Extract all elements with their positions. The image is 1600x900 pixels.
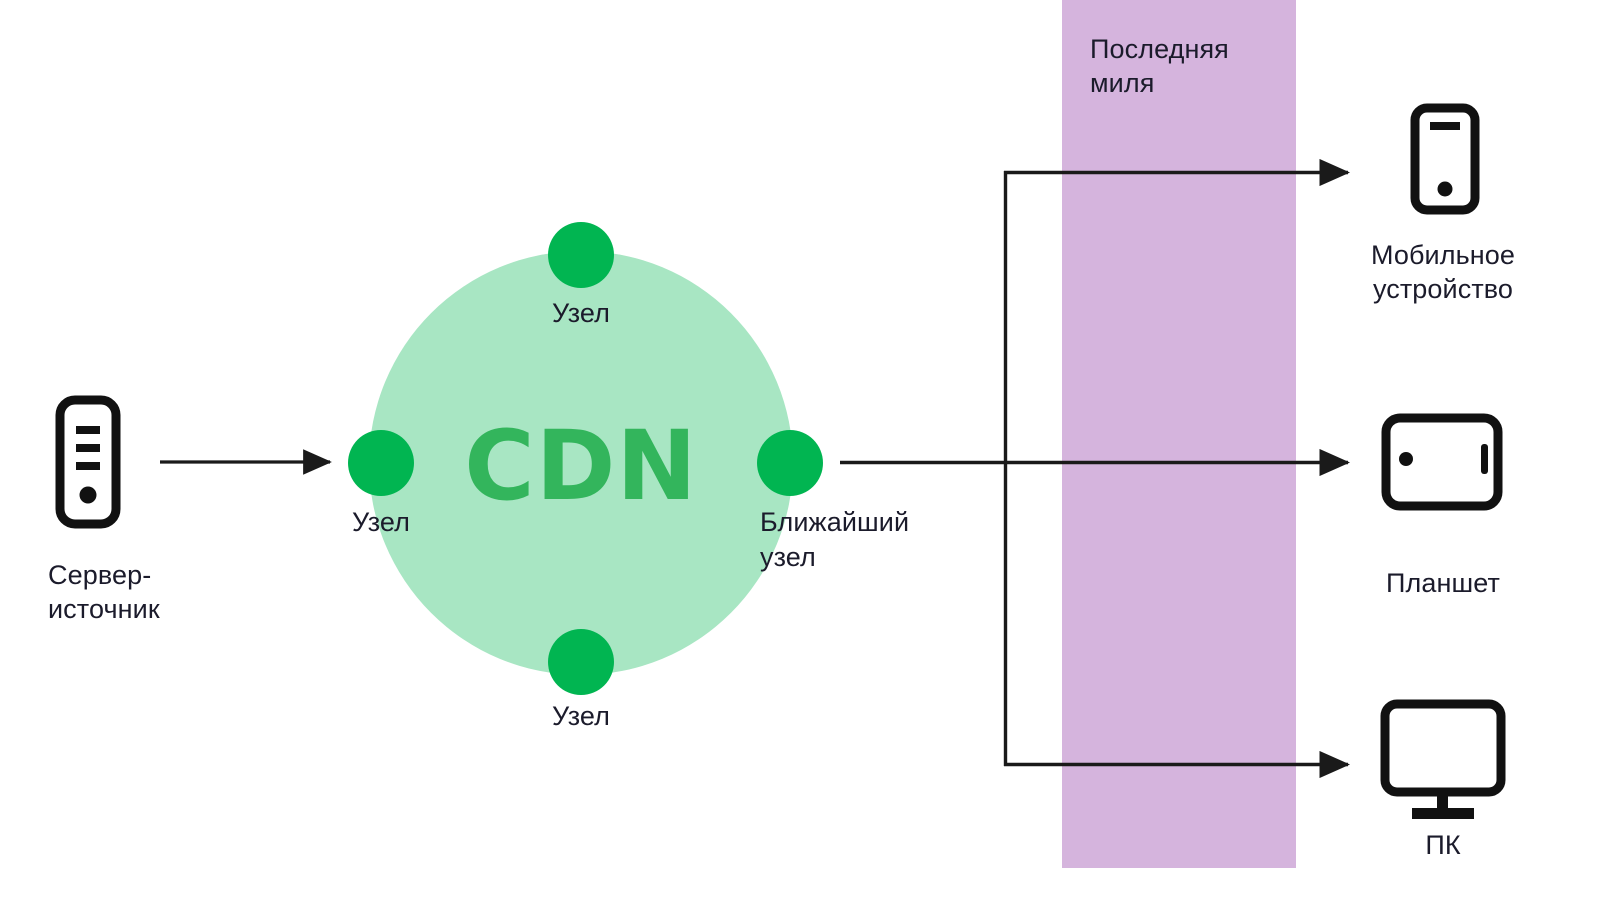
device-label-mobile-line1: Мобильное (1370, 240, 1516, 270)
device-label-mobile-line2: устройство (1372, 274, 1514, 304)
cdn-center-label: CDN (464, 410, 698, 522)
last-mile-label-line1: Последняя (1090, 34, 1229, 64)
cdn-node-left (348, 430, 414, 496)
cdn-node-bottom (548, 629, 614, 695)
mobile-phone-icon (1410, 103, 1480, 215)
device-label-pc: ПК (1425, 830, 1461, 860)
source-server-label-line1: Сервер- (48, 560, 152, 590)
cdn-node-nearest-label-line1: Ближайший (760, 507, 910, 537)
cdn-node-left-label: Узел (352, 507, 410, 537)
cdn-cloud-circle (369, 251, 793, 675)
cdn-node-bottom-label: Узел (552, 701, 610, 731)
desktop-monitor-icon (1380, 699, 1506, 819)
cdn-node-nearest-label-line2: узел (760, 542, 816, 572)
source-server-label-line2: источник (48, 594, 160, 624)
last-mile-label-line2: миля (1090, 68, 1155, 98)
last-mile-band (1062, 0, 1296, 868)
cdn-node-top-label: Узел (552, 298, 610, 328)
connector-cdn-to-devices (840, 158, 1351, 779)
tablet-icon (1381, 413, 1503, 511)
cdn-node-nearest (757, 430, 823, 496)
cdn-node-top (548, 222, 614, 288)
server-icon (55, 395, 121, 529)
device-label-tablet: Планшет (1386, 568, 1500, 598)
